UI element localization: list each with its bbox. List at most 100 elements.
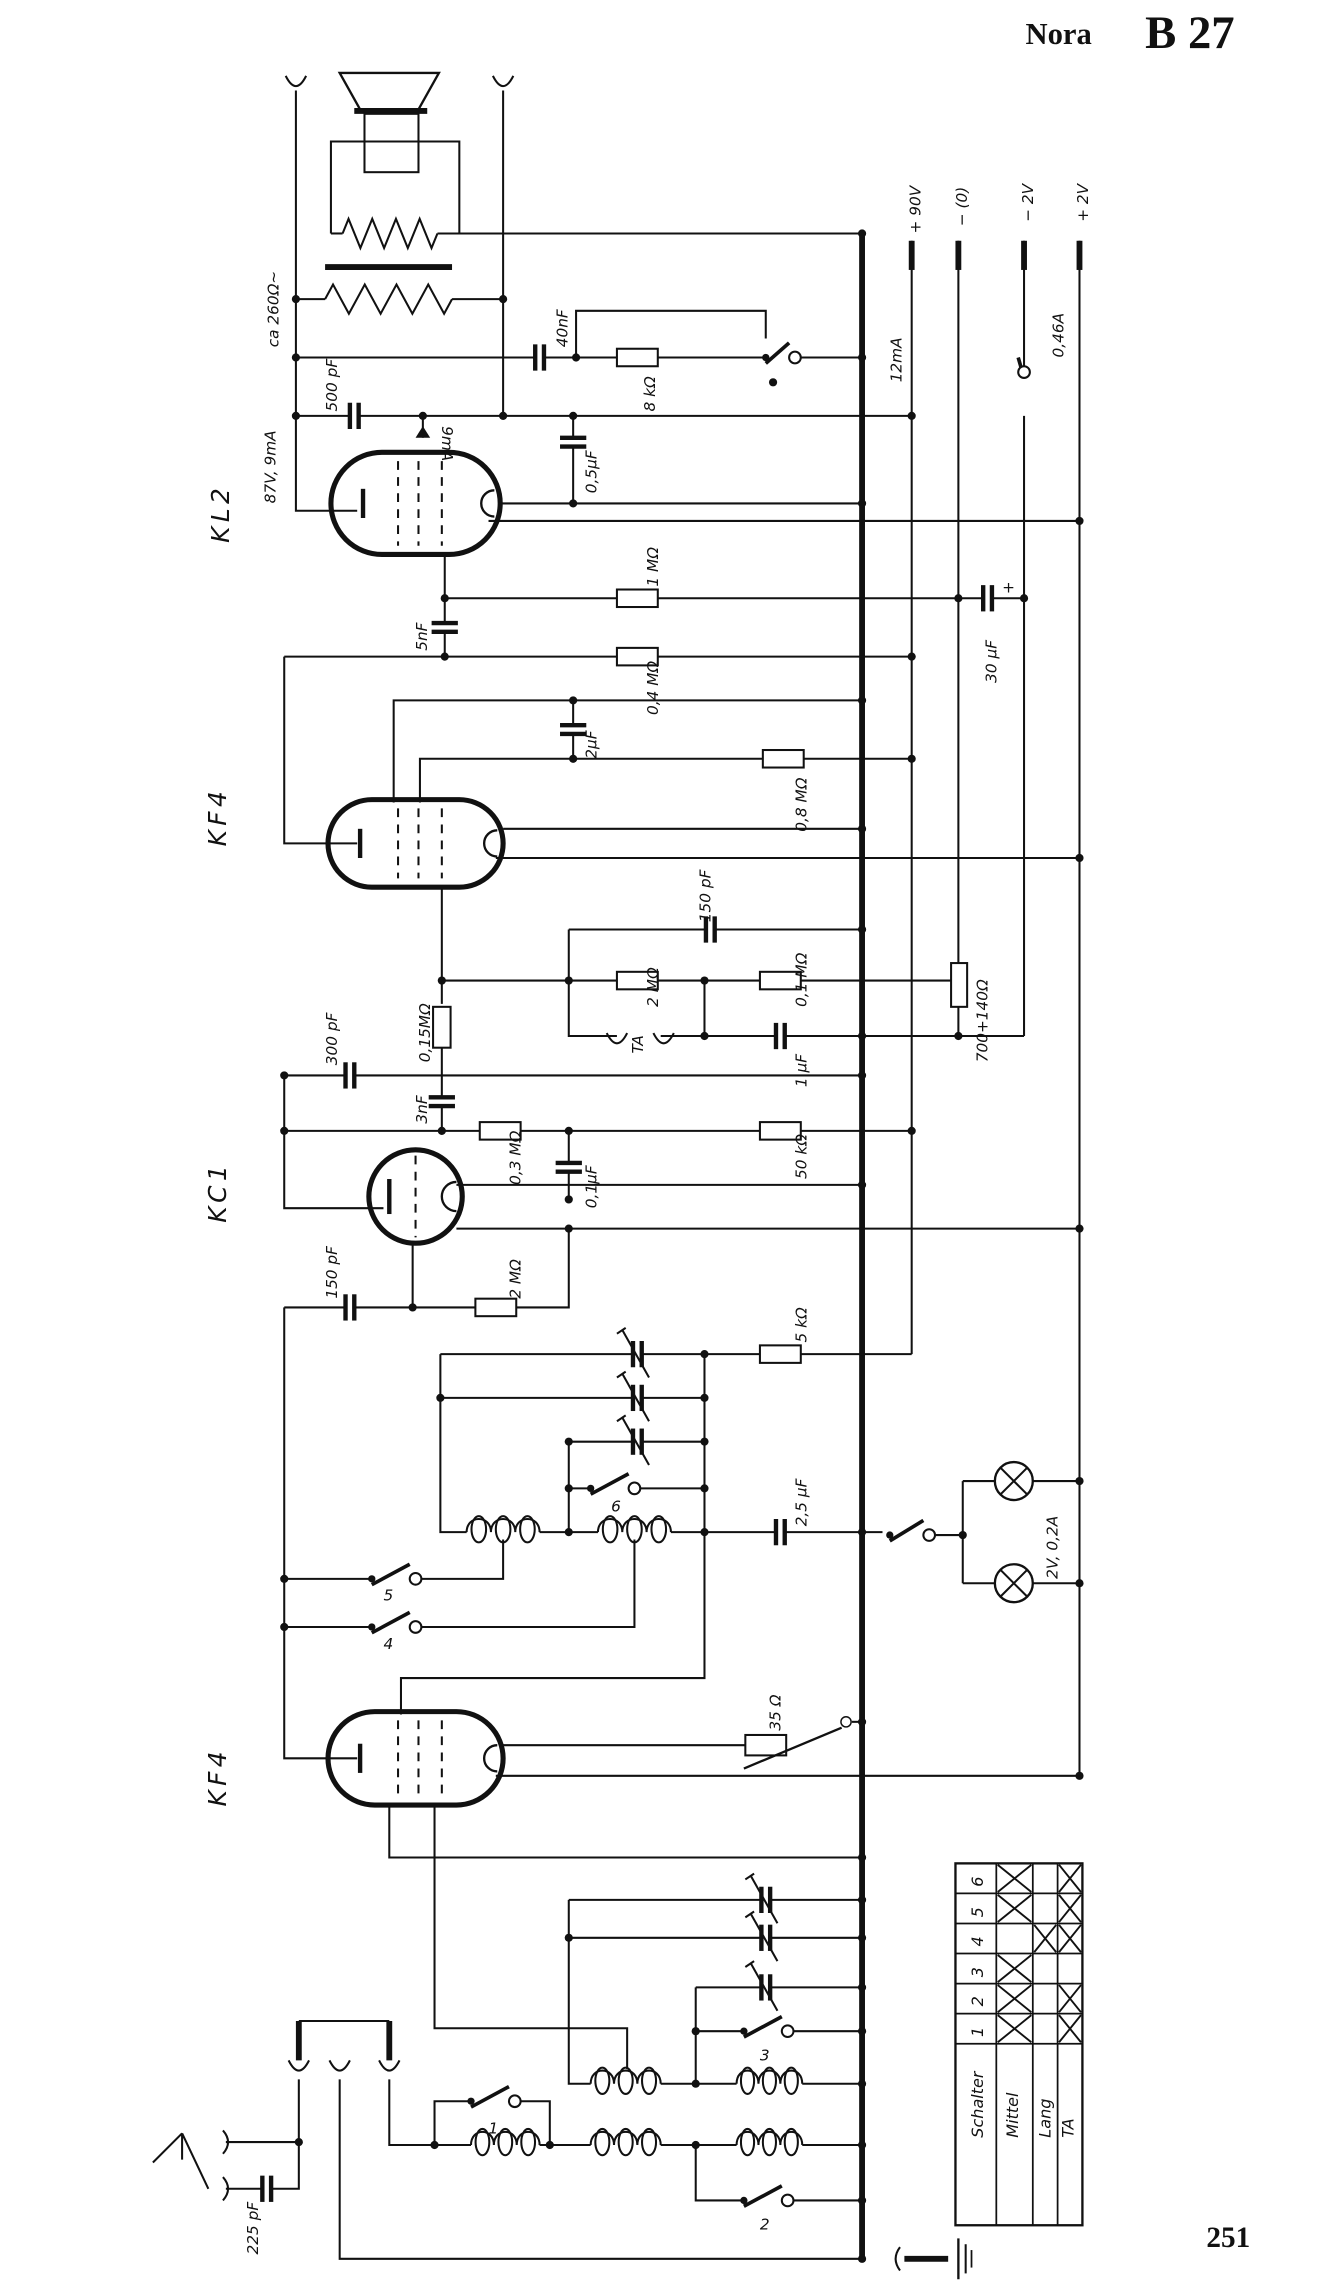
tube-label-kf4-upper: KF4 bbox=[203, 787, 232, 846]
junction-dot bbox=[1075, 1476, 1084, 1486]
wire bbox=[399, 1354, 706, 1715]
tone-switch bbox=[762, 341, 802, 365]
trimmer-capacitor bbox=[616, 1414, 650, 1466]
trimmer-capacitor bbox=[744, 1960, 779, 2012]
switch-3 bbox=[740, 2014, 795, 2039]
wire bbox=[283, 656, 358, 845]
tube-kc1 bbox=[366, 1147, 465, 1246]
resistor-body bbox=[761, 748, 805, 769]
junction-dot bbox=[1075, 853, 1084, 863]
page-number: 251 bbox=[1206, 2222, 1250, 2254]
rheostat-wiper bbox=[743, 1726, 843, 1770]
tube-kl2 bbox=[328, 449, 503, 558]
junction-dot bbox=[571, 353, 581, 362]
wire bbox=[516, 1228, 570, 1309]
switch-1 bbox=[467, 2085, 522, 2109]
switch-pivot bbox=[1017, 365, 1031, 379]
table-closed-mark-icon bbox=[997, 1984, 1032, 2013]
label-r-015m: 0,15MΩ bbox=[416, 1003, 434, 1062]
wire bbox=[283, 1307, 358, 1760]
wire bbox=[439, 1354, 467, 1534]
trimmer-arrow-icon bbox=[616, 1414, 627, 1423]
switch-contact bbox=[368, 1575, 376, 1583]
coil-loop bbox=[650, 1515, 668, 1544]
trimmer-arrow-icon bbox=[621, 1417, 650, 1466]
table-switch-4: 4 bbox=[968, 1936, 987, 1946]
label-c-5nf: 5nF bbox=[413, 622, 431, 650]
table-closed-mark-icon bbox=[997, 2014, 1032, 2044]
junction-dot bbox=[691, 2027, 700, 2036]
label-046a: 0,46A bbox=[1049, 313, 1067, 358]
jack-socket-icon bbox=[491, 75, 515, 88]
junction-dot bbox=[857, 1031, 867, 1041]
table-closed-mark-icon bbox=[1058, 1984, 1082, 2013]
junction-dot bbox=[564, 976, 573, 985]
tube-filament bbox=[482, 1744, 498, 1773]
junction-dot bbox=[857, 2027, 867, 2036]
table-mode-mittel: Mittel bbox=[1003, 2092, 1022, 2138]
wire bbox=[567, 929, 617, 1038]
wire bbox=[694, 2145, 744, 2202]
junction-dot bbox=[440, 652, 449, 661]
wires bbox=[225, 90, 1081, 2260]
wire bbox=[388, 1805, 863, 1859]
table-closed-mark-icon bbox=[997, 1954, 1032, 1983]
table-switch-1: 1 bbox=[968, 2027, 987, 2037]
resistor-2m bbox=[615, 970, 659, 991]
label-ta: TA bbox=[629, 1035, 647, 1053]
wire bbox=[329, 140, 461, 234]
coil-oscillator-b bbox=[596, 1515, 672, 1544]
components bbox=[152, 71, 1084, 2280]
junction-dot bbox=[545, 2140, 554, 2150]
capacitor-5nf bbox=[431, 620, 458, 635]
coil-loop bbox=[761, 2066, 778, 2095]
junction-dot bbox=[857, 1853, 867, 1862]
junction-dot bbox=[564, 1484, 573, 1493]
junction-dot bbox=[857, 824, 867, 833]
junction-dot bbox=[857, 1180, 867, 1189]
resistor-50k bbox=[758, 1121, 802, 1141]
switch-label-3: 3 bbox=[760, 2046, 770, 2064]
switch-pivot bbox=[922, 1528, 937, 1542]
label-c-300pf: 300 pF bbox=[323, 1012, 341, 1065]
junction-dot bbox=[958, 1530, 967, 1540]
coil-loop bbox=[594, 2066, 611, 2095]
junction-dot bbox=[700, 1528, 709, 1537]
junction-dot bbox=[564, 1933, 573, 1942]
junction-dot bbox=[430, 2140, 439, 2150]
coil-loop bbox=[761, 2127, 778, 2157]
capacitor-225pf bbox=[260, 2175, 274, 2202]
junction-dot bbox=[569, 411, 578, 420]
label-c-150pf-b: 150 pF bbox=[323, 1246, 341, 1299]
lamp-cross bbox=[999, 1569, 1028, 1598]
coil-loop bbox=[739, 2066, 756, 2095]
switch-4 bbox=[368, 1610, 423, 1635]
wire bbox=[338, 2079, 863, 2260]
tube-kf4-upper bbox=[325, 797, 506, 890]
resistor-8k bbox=[615, 347, 659, 368]
coil-loop bbox=[617, 2127, 634, 2157]
coil-winding bbox=[735, 2130, 804, 2146]
junction-dot bbox=[857, 353, 867, 362]
junction-dot bbox=[691, 2079, 700, 2088]
capacitor-1uf bbox=[773, 1022, 787, 1050]
tube-filament bbox=[440, 1180, 457, 1213]
voice-coil bbox=[341, 216, 439, 251]
lamp-cross bbox=[999, 1467, 1028, 1495]
capacitor-30uf bbox=[980, 585, 995, 612]
capacitor-40nf bbox=[533, 344, 547, 371]
label-r-2m-b: 2 MΩ bbox=[507, 1259, 525, 1299]
junction-dot bbox=[907, 411, 916, 420]
coil-loop bbox=[641, 2127, 658, 2157]
junction-dot bbox=[280, 1071, 289, 1080]
junction-dot bbox=[907, 754, 916, 763]
resistor-01m bbox=[758, 970, 802, 991]
junction-dot bbox=[569, 754, 578, 763]
junction-dot bbox=[857, 1983, 867, 1992]
coil-winding bbox=[469, 2130, 541, 2146]
junction-dot bbox=[857, 696, 867, 705]
switch-blade bbox=[470, 2085, 510, 2109]
table-switch-5: 5 bbox=[968, 1907, 987, 1917]
switch-blade bbox=[888, 1518, 925, 1543]
switch-label-6: 6 bbox=[611, 1498, 621, 1516]
